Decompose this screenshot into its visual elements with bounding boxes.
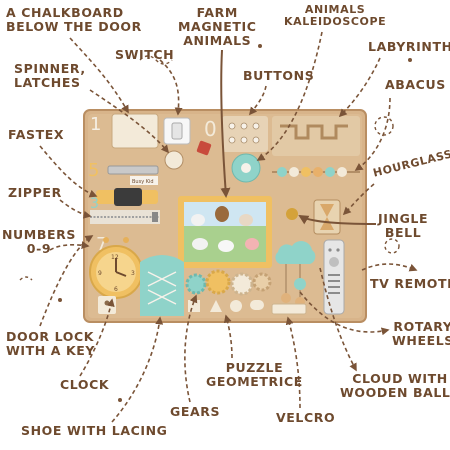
label-switch: Switch [115,47,175,62]
label-cloud: Cloud with wooden balls [340,372,450,400]
label-door-lock: Door lock with a key [6,330,95,358]
chalk-number-5: 5 [88,160,99,181]
arrow-shoe [111,316,164,423]
arrow-door-lock [39,235,94,327]
label-shoe: Shoe with lacing [21,423,168,438]
label-spinner-line1: Spinner, [14,61,86,76]
gears [185,269,272,296]
arrow-tv-remote [361,263,418,272]
arrow-rotary [299,291,390,336]
brand-text: Busy Kid [132,179,154,185]
velcro [271,303,307,315]
arrow-cloud [319,267,357,372]
label-numbers-line1: Numbers [2,227,76,242]
label-spinner: Spinner, latches [14,62,86,90]
label-cloud-line1: Cloud with [352,371,448,386]
arrow-clock [79,298,115,377]
arrow-chalkboard [69,37,129,114]
label-clock: Clock [60,377,110,392]
abacus [272,167,360,177]
spinner [164,150,184,170]
chalk-number-1: 1 [90,114,101,135]
label-numbers-line2: 0-9 [26,241,52,256]
clock-number-9: 9 [98,270,102,277]
label-jingle-line1: Jingle [378,211,429,226]
arrow-buttons [249,85,267,116]
label-door-lock-line2: with a key [6,343,96,358]
label-kaleidoscope-line1: Animals [304,3,366,16]
label-buttons: Buttons [243,68,315,83]
decorative-dots [58,44,412,402]
number-seven: 7 [96,234,107,255]
label-tv-remote: TV remote [370,276,450,291]
label-chalkboard-line1: A chalkboard [6,5,124,20]
decorative-doodles [19,55,400,281]
arrow-labyrinth [338,57,381,118]
label-jingle-bell: Jingle bell [378,212,428,240]
label-spinner-line2: latches [14,75,81,90]
hourglass [320,204,334,230]
clock-number-6: 6 [114,286,118,293]
label-gears: Gears [170,404,221,419]
arrow-jingle-bell [298,214,377,225]
label-kaleidoscope: Animals kaleidoscope [284,4,386,28]
label-puzzle-line2: geometrice [206,374,303,389]
label-jingle-line2: bell [384,225,422,240]
label-velcro: Velcro [276,410,336,425]
label-abacus: Abacus [385,77,446,92]
arrow-switch [159,59,183,116]
arrow-zipper [59,199,92,219]
number-zero: 0 [204,117,217,141]
shoe-with-lacing [140,255,184,316]
label-farm-line3: animals [183,33,252,48]
arrow-puzzle [223,314,233,359]
label-farm-line2: magnetic [178,19,257,34]
arrow-hourglass [342,183,375,216]
arrow-abacus [354,97,391,171]
rotary-wheel [294,278,306,290]
clock [89,237,143,299]
arrow-numbers [49,241,90,251]
labyrinth-panel [272,116,360,156]
label-numbers: Numbers 0-9 [2,228,76,256]
arrow-gears [184,294,198,403]
hourglass-frame [313,199,341,235]
clock-number-12: 12 [111,254,119,261]
label-door-lock-line1: Door lock [6,329,95,344]
arrow-velcro [285,316,301,409]
label-puzzle: Puzzle geometrice [206,361,303,389]
label-fastex: Fastex [8,127,65,142]
chalkboard-door [111,113,159,149]
tv-remote [323,239,345,315]
label-rotary-line1: Rotary [393,319,450,334]
label-zipper: Zipper [8,185,62,200]
dice [196,140,212,156]
label-chalkboard: A chalkboard below the door [6,6,142,34]
label-labyrinth: Labyrinth [368,39,450,54]
label-farm: Farm magnetic animals [178,6,257,48]
farm-animals [191,206,259,252]
cloud [275,241,316,264]
arrow-farm [220,49,231,198]
label-farm-line1: Farm [196,5,238,20]
clock-number-3: 3 [131,270,135,277]
label-rotary-wheels: Rotary wheels [392,320,450,348]
label-puzzle-line1: Puzzle [225,360,284,375]
label-kaleidoscope-line2: kaleidoscope [284,15,387,28]
arrow-kaleidoscope [256,31,323,161]
arrow-spinner [89,89,170,154]
number-three: 3 [90,196,99,212]
label-rotary-line2: wheels [392,333,450,348]
buttons-panel [222,116,268,152]
callout-arrows [39,31,418,423]
brand-plate [130,176,158,185]
label-chalkboard-line2: below the door [6,19,142,34]
label-cloud-line2: wooden balls [340,385,450,400]
latch [107,165,159,175]
arrow-fastex [39,145,98,198]
jingle-bell [286,208,298,220]
